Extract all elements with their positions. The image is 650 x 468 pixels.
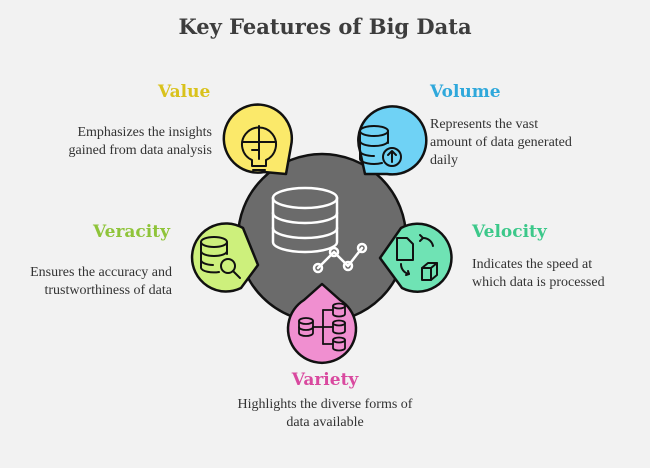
value-label: Value <box>158 82 211 102</box>
veracity-description-line: trustworthiness of data <box>44 283 172 298</box>
database-branch-icon <box>298 302 346 352</box>
value-description-line: Emphasizes the insights <box>77 125 212 140</box>
diagram-title: Key Features of Big Data <box>178 14 472 39</box>
variety-description-line: data available <box>286 415 364 430</box>
variety-label: Variety <box>291 370 359 390</box>
database-search-icon <box>199 236 241 279</box>
variety-petal <box>286 282 358 365</box>
value-description-line: gained from data analysis <box>68 143 212 158</box>
variety-description-line: Highlights the diverse forms of <box>237 397 413 412</box>
volume-description: Represents the vast amount of data gener… <box>430 116 572 170</box>
big-data-icon <box>271 186 368 274</box>
file-transform-icon <box>396 234 438 281</box>
velocity-description-line: Indicates the speed at <box>472 257 593 272</box>
database-upload-icon <box>359 125 402 167</box>
veracity-description: Ensures the accuracy and trustworthiness… <box>30 264 172 300</box>
velocity-petal <box>378 222 453 293</box>
velocity-description: Indicates the speed at which data is pro… <box>472 256 605 292</box>
value-description: Emphasizes the insights gained from data… <box>69 124 212 160</box>
volume-description-line: Represents the vast <box>430 117 539 132</box>
volume-description-line: amount of data generated <box>430 135 572 150</box>
velocity-label: Velocity <box>472 222 547 242</box>
veracity-description-line: Ensures the accuracy and <box>30 265 172 280</box>
lightbulb-icon <box>241 125 277 171</box>
volume-label: Volume <box>430 82 501 102</box>
veracity-label: Veracity <box>93 222 170 242</box>
value-petal <box>222 103 294 176</box>
volume-description-line: daily <box>430 153 458 168</box>
variety-description: Highlights the diverse forms of data ava… <box>0 396 650 432</box>
volume-petal <box>357 105 428 176</box>
velocity-description-line: which data is processed <box>472 275 605 290</box>
veracity-petal <box>190 222 260 293</box>
